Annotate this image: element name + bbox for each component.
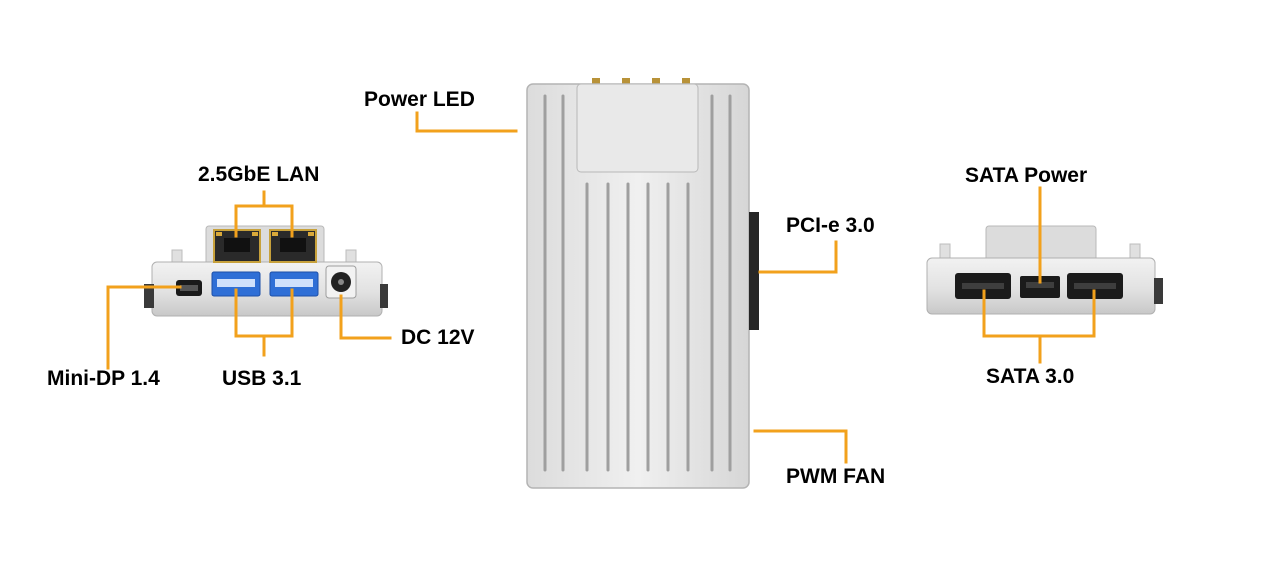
label-pcie: PCI-e 3.0 [786,214,875,237]
leader-pwm-fan [753,429,848,464]
sata-port [1067,273,1123,299]
label-power-led: Power LED [364,88,475,111]
right-sata-panel [926,225,1163,315]
leader-mini-dp [106,285,182,370]
usb-port [269,271,319,297]
sata-port [955,273,1011,299]
mini-dp-port [176,280,202,296]
leader-pcie [758,240,838,274]
dc-jack [325,265,357,299]
left-io-panel [144,225,388,317]
leader-lines [106,111,1096,464]
label-lan: 2.5GbE LAN [198,163,320,186]
label-sata-power: SATA Power [965,164,1088,187]
leader-dc [339,294,392,340]
label-mini-dp: Mini-DP 1.4 [47,367,160,390]
label-usb: USB 3.1 [222,367,302,390]
label-sata: SATA 3.0 [986,365,1075,388]
usb-port [211,271,261,297]
leader-power-led [415,111,518,133]
sata-power-port [1020,276,1060,298]
center-module [526,78,759,489]
label-pwm-fan: PWM FAN [786,465,886,488]
label-dc: DC 12V [401,326,475,349]
